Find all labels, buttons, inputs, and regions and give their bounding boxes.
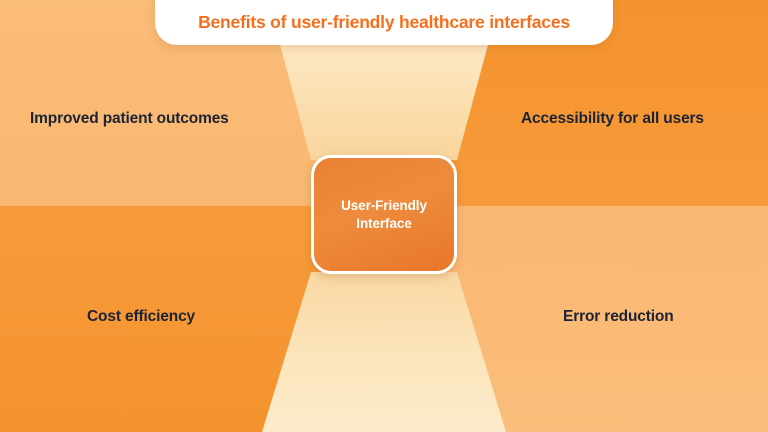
center-node-label-line1: User-Friendly	[341, 197, 427, 213]
branch-label-bottom-left: Cost efficiency	[87, 308, 196, 325]
center-node-label: User-Friendly Interface	[341, 197, 427, 233]
branch-label-bottom-right: Error reduction	[563, 308, 674, 325]
branch-label-top-right: Accessibility for all users	[521, 110, 704, 127]
branch-label-top-left: Improved patient outcomes	[30, 110, 229, 127]
center-node[interactable]: User-Friendly Interface	[311, 155, 457, 274]
center-node-label-line2: Interface	[356, 215, 412, 231]
page-title: Benefits of user-friendly healthcare int…	[198, 12, 570, 32]
title-card: Benefits of user-friendly healthcare int…	[155, 0, 613, 45]
